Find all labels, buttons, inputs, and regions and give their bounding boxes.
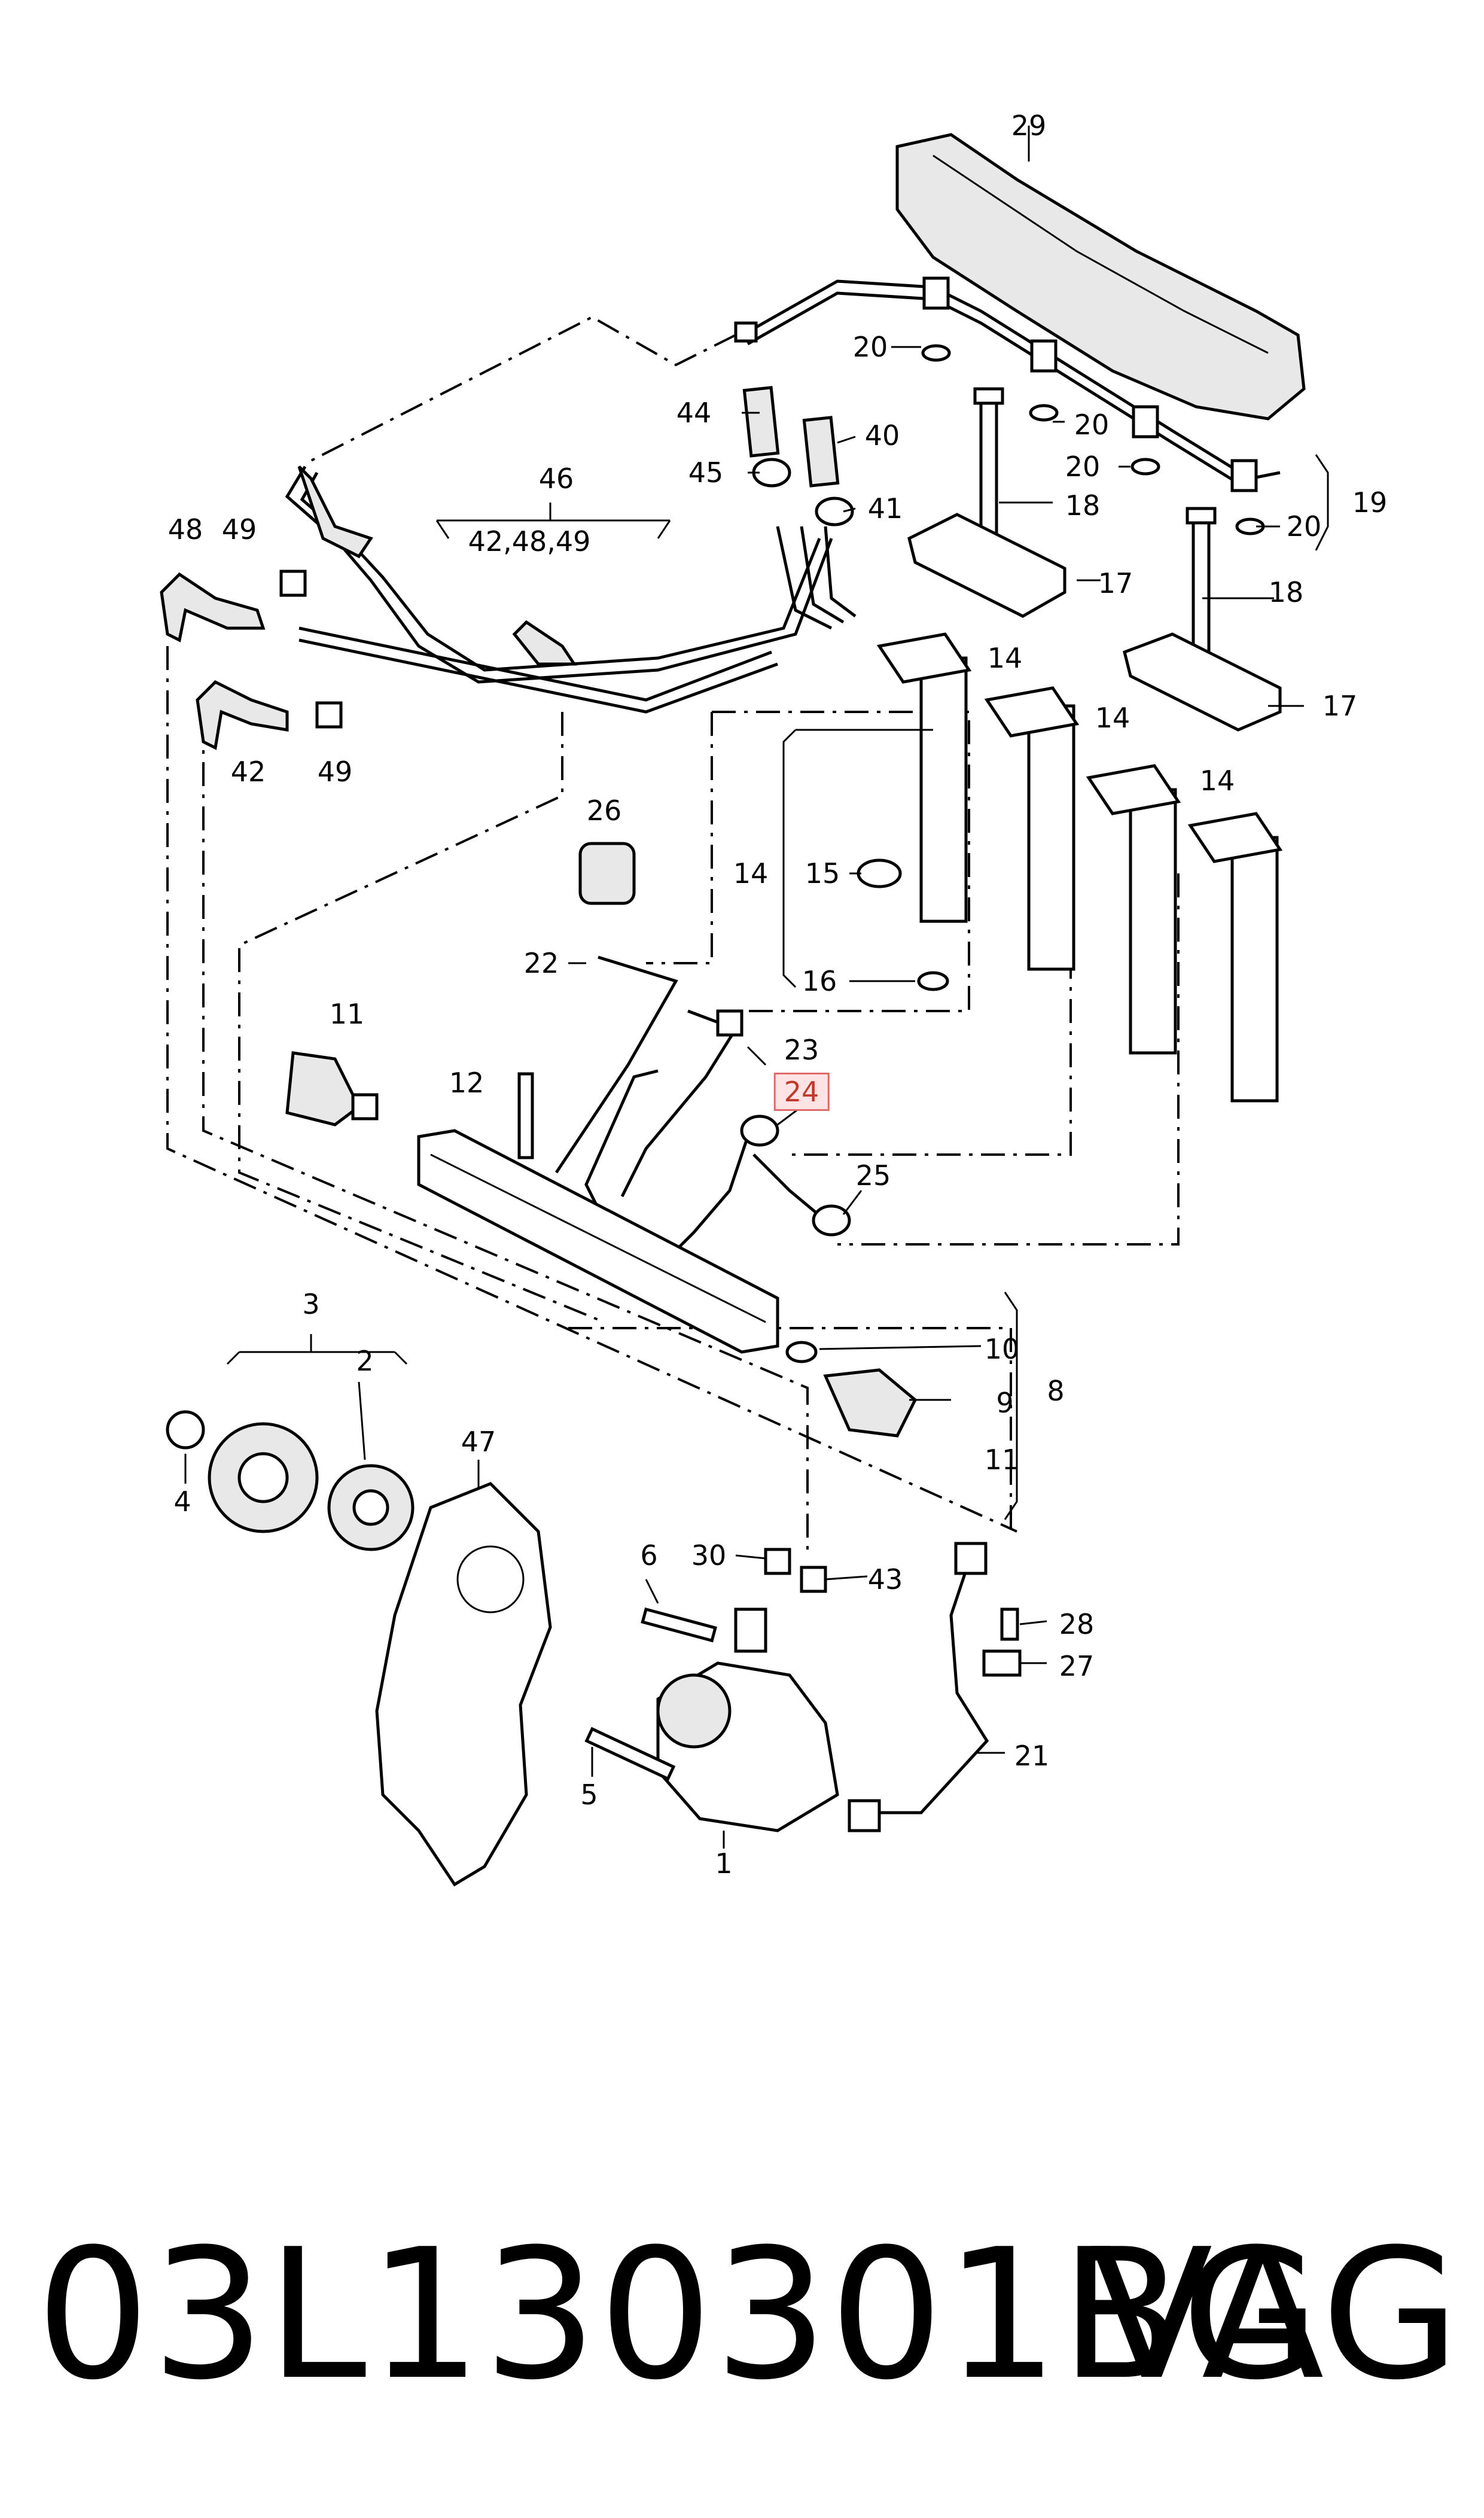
rail-bolt	[517, 1072, 534, 1159]
callout-1: 1	[715, 1847, 733, 1880]
callout-5: 5	[580, 1779, 598, 1811]
callout-18: 18	[1065, 489, 1101, 522]
injector-set	[876, 632, 1283, 1103]
seal-ring	[857, 858, 902, 888]
callout-27: 27	[1059, 1650, 1095, 1682]
vacuum-hose-assembly	[285, 465, 857, 714]
callout-20: 20	[1286, 510, 1322, 543]
callout-16: 16	[802, 965, 837, 997]
callout-22: 22	[523, 947, 559, 979]
callout-29: 29	[1011, 109, 1047, 142]
callout-42: 42	[230, 756, 266, 788]
callout-11: 11	[984, 1444, 1020, 1476]
pressure-regulator-valve	[823, 1368, 918, 1438]
seal-ring-rail	[785, 1341, 818, 1363]
callout-30: 30	[691, 1539, 727, 1572]
callout-20: 20	[852, 331, 888, 363]
callout-8: 8	[1047, 1375, 1065, 1407]
callout-20: 20	[1074, 409, 1110, 441]
brand-label: VAG	[1090, 2211, 1460, 2419]
pump-gear-set	[166, 1410, 415, 1551]
injection-pipe-set	[554, 955, 851, 1258]
pump-bolt	[584, 1727, 676, 1781]
callout-14: 14	[1199, 765, 1235, 797]
callout-46-components: 42,48,49	[468, 525, 591, 558]
callout-12: 12	[449, 1067, 484, 1099]
coolant-hose-pair	[160, 465, 577, 750]
pump-feed-pipe	[848, 1542, 989, 1832]
callout-6: 6	[640, 1539, 658, 1572]
callout-17: 17	[1098, 567, 1133, 599]
high-pressure-pump	[656, 1607, 839, 1832]
callout-46: 46	[538, 462, 574, 495]
fuel-rail	[417, 1129, 779, 1354]
pipe-clip-right	[800, 1566, 827, 1593]
callout-10: 10	[984, 1333, 1020, 1365]
callout-14: 14	[987, 642, 1023, 674]
pipe-clip-left	[764, 1548, 791, 1575]
connector-part	[578, 842, 636, 905]
callout-45: 45	[688, 456, 724, 489]
part-number: 03L130301BG	[36, 2211, 1322, 2419]
bracket-bolt	[1000, 1607, 1019, 1641]
callout-26: 26	[586, 794, 622, 827]
short-hose-pair	[742, 386, 854, 526]
callout-14: 14	[733, 857, 769, 890]
callout-24-highlighted: 24	[773, 1073, 830, 1111]
callout-43: 43	[867, 1563, 903, 1596]
callout-14: 14	[1095, 702, 1130, 734]
callout-21: 21	[1014, 1740, 1050, 1772]
engine-cover-part	[895, 133, 1306, 421]
callout-19: 19	[1352, 486, 1388, 519]
pressure-sensor	[285, 1051, 379, 1126]
callout-49: 49	[221, 513, 257, 546]
callout-47: 47	[461, 1426, 496, 1458]
callout-25: 25	[855, 1159, 891, 1192]
pump-bolt-short	[641, 1607, 717, 1643]
callout-41: 41	[867, 492, 903, 525]
o-ring-set	[921, 344, 1265, 535]
clamp-set	[907, 513, 1282, 732]
callout-9: 9	[996, 1387, 1014, 1419]
callout-28: 28	[1059, 1608, 1095, 1640]
exploded-parts-diagram	[160, 126, 1329, 1887]
washer	[917, 971, 949, 991]
callout-11: 11	[329, 998, 365, 1030]
callout-3: 3	[302, 1288, 320, 1320]
callout-2: 2	[356, 1345, 374, 1377]
callout-44: 44	[676, 397, 712, 429]
callout-17: 17	[1322, 690, 1358, 722]
callout-15: 15	[805, 857, 840, 890]
callout-49: 49	[317, 756, 353, 788]
callout-18: 18	[1268, 576, 1304, 608]
callout-20: 20	[1065, 450, 1101, 483]
leader-lines	[184, 126, 1329, 1849]
callout-23: 23	[784, 1034, 819, 1066]
callout-4: 4	[173, 1485, 191, 1518]
callout-48: 48	[167, 513, 203, 546]
pump-housing	[375, 1482, 552, 1887]
bracket-clip	[982, 1649, 1022, 1677]
hose-clip-set	[279, 570, 343, 729]
return-fuel-line	[734, 276, 1281, 492]
callout-40: 40	[864, 419, 900, 452]
